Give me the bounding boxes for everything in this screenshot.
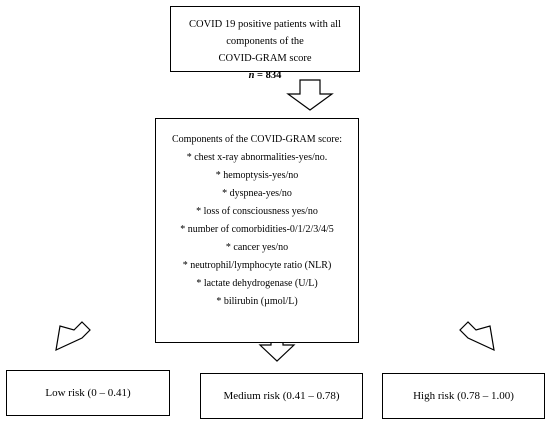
component-item: * neutrophil/lymphocyte ratio (NLR) [182,260,332,271]
population-count: n = 834 [171,67,359,84]
component-item: * chest x-ray abnormalities-yes/no. [186,152,328,163]
population-line-1: COVID 19 positive patients with all comp… [189,19,341,47]
high-risk-label: High risk (0.78 – 1.00) [413,390,514,402]
component-item: * loss of consciousness yes/no [196,206,318,217]
arrow-down-main [286,79,334,111]
component-item: * dyspnea-yes/no [222,188,292,199]
arrow-diag-high [459,321,495,352]
components-box: Components of the COVID-GRAM score: * ch… [155,118,359,343]
component-item: * bilirubin (µmol/L) [216,296,298,307]
n-value: = 834 [254,70,282,81]
high-risk-box: High risk (0.78 – 1.00) [382,373,545,419]
component-item: * cancer yes/no [225,242,289,253]
low-risk-box: Low risk (0 – 0.41) [6,370,170,416]
population-box: COVID 19 positive patients with all comp… [170,6,360,81]
low-risk-label: Low risk (0 – 0.41) [45,387,131,399]
n-label: n [248,70,255,81]
components-title: Components of the COVID-GRAM score: [172,134,342,145]
medium-risk-box: Medium risk (0.41 – 0.78) [200,373,363,419]
component-item: * lactate dehydrogenase (U/L) [196,278,318,289]
population-line-2: COVID-GRAM score [218,53,312,64]
component-item: * hemoptysis-yes/no [215,170,299,181]
medium-risk-label: Medium risk (0.41 – 0.78) [223,390,340,402]
arrow-diag-low [55,321,91,352]
component-item: * number of comorbidities-0/1/2/3/4/5 [180,224,334,235]
